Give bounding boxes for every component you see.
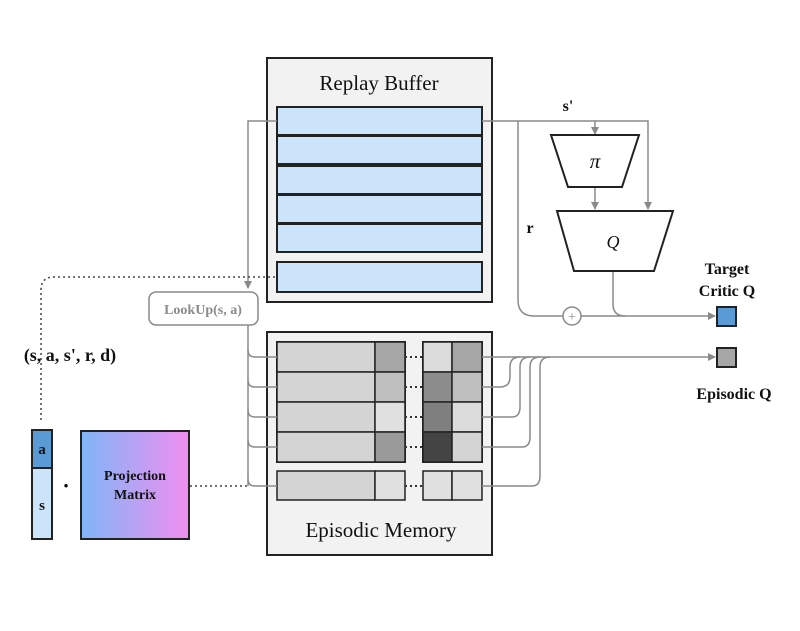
memory-new-key-cell: [276, 470, 376, 501]
critic-symbol: Q: [607, 232, 620, 252]
episodic-memory-title: Episodic Memory: [305, 518, 457, 542]
replay-buffer-rows: [276, 106, 483, 293]
memory-action-cell: [374, 401, 406, 433]
memory-new-action-cell: [374, 470, 406, 501]
memory-to-episodic-branch: [482, 356, 551, 487]
memory-value-cell: [422, 431, 453, 463]
episodic-memory: Episodic Memory: [266, 331, 493, 556]
replay-buffer-title: Replay Buffer: [319, 71, 438, 95]
memory-to-episodic-branch: [482, 356, 541, 448]
state-segment: [31, 467, 53, 540]
replay-buffer: Replay Buffer: [266, 57, 493, 303]
state-segment-label: s: [39, 498, 45, 514]
buffer-row: [276, 223, 483, 253]
memory-key-cell: [276, 431, 376, 463]
next-state-to-critic-line: [595, 120, 652, 210]
memory-value-cell: [422, 401, 453, 433]
target-label-line2: Critic Q: [699, 283, 755, 300]
target-critic-square: [716, 306, 737, 327]
dot-product-operator: ·: [62, 473, 69, 498]
buffer-to-lookup-line: [244, 120, 277, 289]
memory-key-cell: [276, 401, 376, 433]
buffer-row: [276, 165, 483, 195]
memory-value-cell: [422, 341, 453, 373]
reward-line: [517, 121, 563, 317]
projection-matrix: Projection Matrix: [80, 430, 190, 540]
next-state-label: s': [563, 98, 574, 115]
lookup-branch: [247, 379, 277, 388]
memory-action-cell: [374, 431, 406, 463]
sum-node: +: [562, 306, 582, 326]
lookup-label: LookUp(s, a): [164, 303, 242, 318]
memory-rows: [276, 341, 483, 501]
memory-to-episodic-branch: [482, 356, 531, 418]
memory-new-value-cell: [422, 470, 453, 501]
lookup-frame: [148, 291, 259, 326]
lookup-box: LookUp(s, a): [148, 291, 259, 326]
buffer-row-new: [276, 261, 483, 293]
next-state-to-policy-line: [482, 120, 599, 135]
lookup-branch: [247, 409, 277, 418]
transition-tuple-label: (s, a, s', r, d): [24, 345, 116, 366]
connectors: [244, 120, 716, 487]
episodic-output: Episodic Q: [696, 347, 772, 403]
episodic-q-square: [716, 347, 737, 368]
target-label-line1: Target: [705, 261, 750, 278]
buffer-row: [276, 106, 483, 136]
memory-value-cell: [451, 371, 483, 403]
memory-value-cell: [451, 341, 483, 373]
tuple-to-buffer-dotted-line: [40, 276, 277, 420]
memory-value-cell: [451, 401, 483, 433]
memory-key-cell: [276, 371, 376, 403]
dotted-connectors: [40, 276, 277, 487]
memory-value-cell: [451, 431, 483, 463]
lookup-branch: [247, 439, 277, 448]
projection-label-line2: Matrix: [114, 488, 156, 503]
memory-action-cell: [374, 341, 406, 373]
state-action-vector: a s: [31, 429, 53, 540]
projection-matrix-box: [80, 430, 190, 540]
buffer-row: [276, 135, 483, 165]
action-segment-label: a: [38, 442, 46, 458]
critic-network: Q: [555, 210, 675, 272]
policy-network: π: [549, 134, 641, 188]
sum-plus-symbol: +: [568, 310, 576, 325]
memory-action-cell: [374, 371, 406, 403]
sum-circle: [562, 306, 582, 326]
policy-trapezoid: [549, 134, 641, 188]
memory-new-value-cell: [451, 470, 483, 501]
memory-value-cell: [422, 371, 453, 403]
memory-key-cell: [276, 341, 376, 373]
projection-label-line1: Projection: [104, 469, 166, 484]
lookup-branch: [247, 349, 277, 358]
memory-to-episodic-branch: [482, 356, 521, 388]
critic-to-target-line: [612, 271, 626, 317]
reward-label: r: [526, 220, 533, 237]
lookup-branch: [247, 478, 277, 487]
critic-trapezoid: [555, 210, 675, 272]
buffer-row: [276, 194, 483, 224]
memory-dotted-links: [405, 356, 423, 487]
episodic-q-label: Episodic Q: [696, 386, 771, 403]
policy-symbol: π: [590, 149, 601, 173]
target-output: Target Critic Q: [699, 261, 755, 327]
